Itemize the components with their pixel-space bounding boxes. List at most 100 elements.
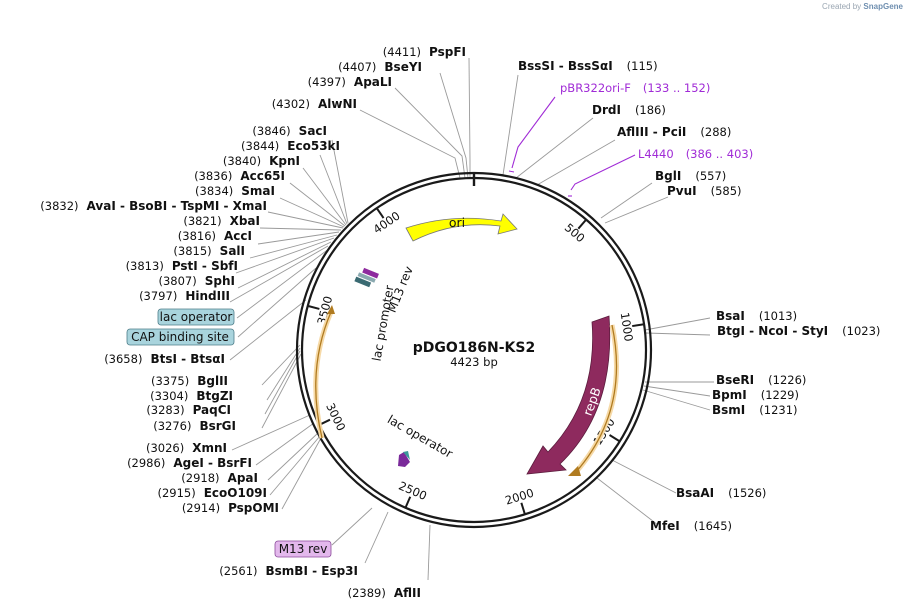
snapgene-watermark: Created by SnapGene [822,2,903,11]
site-paqci: (3283)PaqCI [146,403,231,417]
site-kpni-name: KpnI [269,154,300,168]
bp-tick-label: 2000 [503,486,535,508]
site-bglii-pos: (3375) [151,374,189,388]
site-btsi: (3658) BtsI - BtsαI [104,352,225,366]
site-aflii: (2389)AflII [348,586,421,600]
site-alwni-pos: (4302) [272,97,310,111]
site-bseyi-name: BseYI [384,60,422,74]
site-bgli-pos: (557) [695,169,726,183]
site-bseri-name: BseRI [716,373,754,387]
site-psti-pos: (3813) [126,259,164,273]
site-pspomi-name: PspOMI [228,501,279,515]
site-acci-name: AccI [224,229,252,243]
site-hindiii: (3797)HindIII [139,289,230,303]
site-bsmi-pos: (1231) [759,403,797,417]
site-kpni: (3840)KpnI [223,154,300,168]
site-bgli: BglI(557) [655,169,726,183]
site-bseri: BseRI (1226) [716,373,806,387]
bp-tick-mark [577,218,587,230]
bp-tick-mark [520,502,526,515]
site-bsrgi: (3276)BsrGI [153,419,236,433]
site-agei: (2986) AgeI - BsrFI [127,456,252,470]
site-pvui-name: PvuI [667,184,697,198]
site-smai-pos: (3834) [195,184,233,198]
bp-tick-label: 3000 [323,401,348,433]
site-btsi-name: BtsI - BtsαI [150,352,225,366]
site-eco0109i-name: EcoO109I [204,486,267,500]
site-btgi-pos: (1023) [842,324,880,338]
site-btgzi-name: BtgZI [196,389,233,403]
site-paqci-pos: (3283) [146,403,184,417]
site-apai-pos: (2918) [181,471,219,485]
site-eco53ki-name: Eco53kI [287,139,340,153]
site-bsai-pos: (1013) [759,309,797,323]
primer-pointers [508,96,636,197]
site-afliii: AflIII - PciI(288) [617,125,731,139]
site-btgzi: (3304)BtgZI [150,389,233,403]
site-pvui: PvuI (585) [667,184,742,198]
site-btsi-pos: (3658) [104,352,142,366]
site-apai: (2918)ApaI [181,471,258,485]
site-xmni: (3026)XmnI [146,441,227,455]
bp-tick-mark [609,434,621,443]
site-aflii-pos: (2389) [348,586,386,600]
site-sphi-name: SphI [205,274,235,288]
lac-operator-block-2 [403,451,410,460]
site-sali-name: SalI [220,244,245,258]
site-pvui-pos: (585) [711,184,742,198]
site-bsai: BsaI (1013) [716,309,797,323]
lac-promoter-inner-label: lac promoter [370,284,397,362]
boxed-label-cap-site: CAP binding site [126,328,235,346]
site-eco53ki-pos: (3844) [241,139,279,153]
bp-tick-label: 1000 [618,311,636,342]
site-agei-pos: (2986) [127,456,165,470]
site-psti: (3813) PstI - SbfI [126,259,238,273]
leader-lines [229,57,714,581]
site-btgi: BtgI - NcoI - StyI(1023) [717,324,880,338]
site-sali-pos: (3815) [173,244,211,258]
site-bseri-pos: (1226) [768,373,806,387]
site-acc65i-pos: (3836) [194,169,232,183]
boxed-label-m13-rev: M13 rev [274,540,332,558]
lac-orange-arrowhead [327,305,335,314]
boxed-cap-site-text: CAP binding site [131,330,229,344]
site-apali-pos: (4397) [308,75,346,89]
site-bsmi: BsmI(1231) [712,403,798,417]
boxed-m13-rev-text: M13 rev [279,542,328,556]
primer-pbr322-range: (133 .. 152) [643,81,711,95]
bp-tick-label: 4000 [371,209,403,237]
site-bsaai-name: BsaAI [676,486,714,500]
site-bsai-name: BsaI [716,309,745,323]
site-bsrgi-name: BsrGI [199,419,236,433]
site-xbai-name: XbaI [230,214,260,228]
plasmid-size: 4423 bp [450,355,498,369]
site-sphi: (3807) SphI [159,274,236,288]
site-alwni: (4302)AlwNI [272,97,357,111]
mcs-feature-blocks [354,267,379,288]
site-apali: (4397) ApaLI [308,75,392,89]
site-smai: (3834)SmaI [195,184,275,198]
site-bsssi-name: BssSI - BssSαI [518,59,613,73]
site-xmni-name: XmnI [192,441,227,455]
site-labels: (4411)PspFI(4407)BseYI(4397)ApaLI(4302)A… [40,45,880,600]
site-saci: (3846)SacI [252,124,327,138]
site-pspfi-name: PspFI [429,45,466,59]
site-bsaai: BsaAI(1526) [676,486,766,500]
site-bseyi-pos: (4407) [338,60,376,74]
boxed-lac-operator-text: lac operator [160,310,233,324]
site-bpmi-pos: (1229) [761,388,799,402]
site-saci-name: SacI [299,124,327,138]
site-sphi-pos: (3807) [159,274,197,288]
site-acci: (3816)AccI [178,229,252,243]
primer-l4440-name: L4440 [638,147,674,161]
site-agei-name: AgeI - BsrFI [173,456,252,470]
primer-pbr322: pBR322ori-F(133 .. 152) [560,81,710,95]
site-bpmi-name: BpmI [712,388,747,402]
site-acc65i-name: Acc65I [240,169,285,183]
site-apali-name: ApaLI [354,75,392,89]
watermark-brand: SnapGene [863,2,903,11]
site-bsmbi-name: BsmBI - Esp3I [266,564,358,578]
site-psti-name: PstI - SbfI [172,259,238,273]
lac-operator-inner-label: lac operator [385,412,455,461]
